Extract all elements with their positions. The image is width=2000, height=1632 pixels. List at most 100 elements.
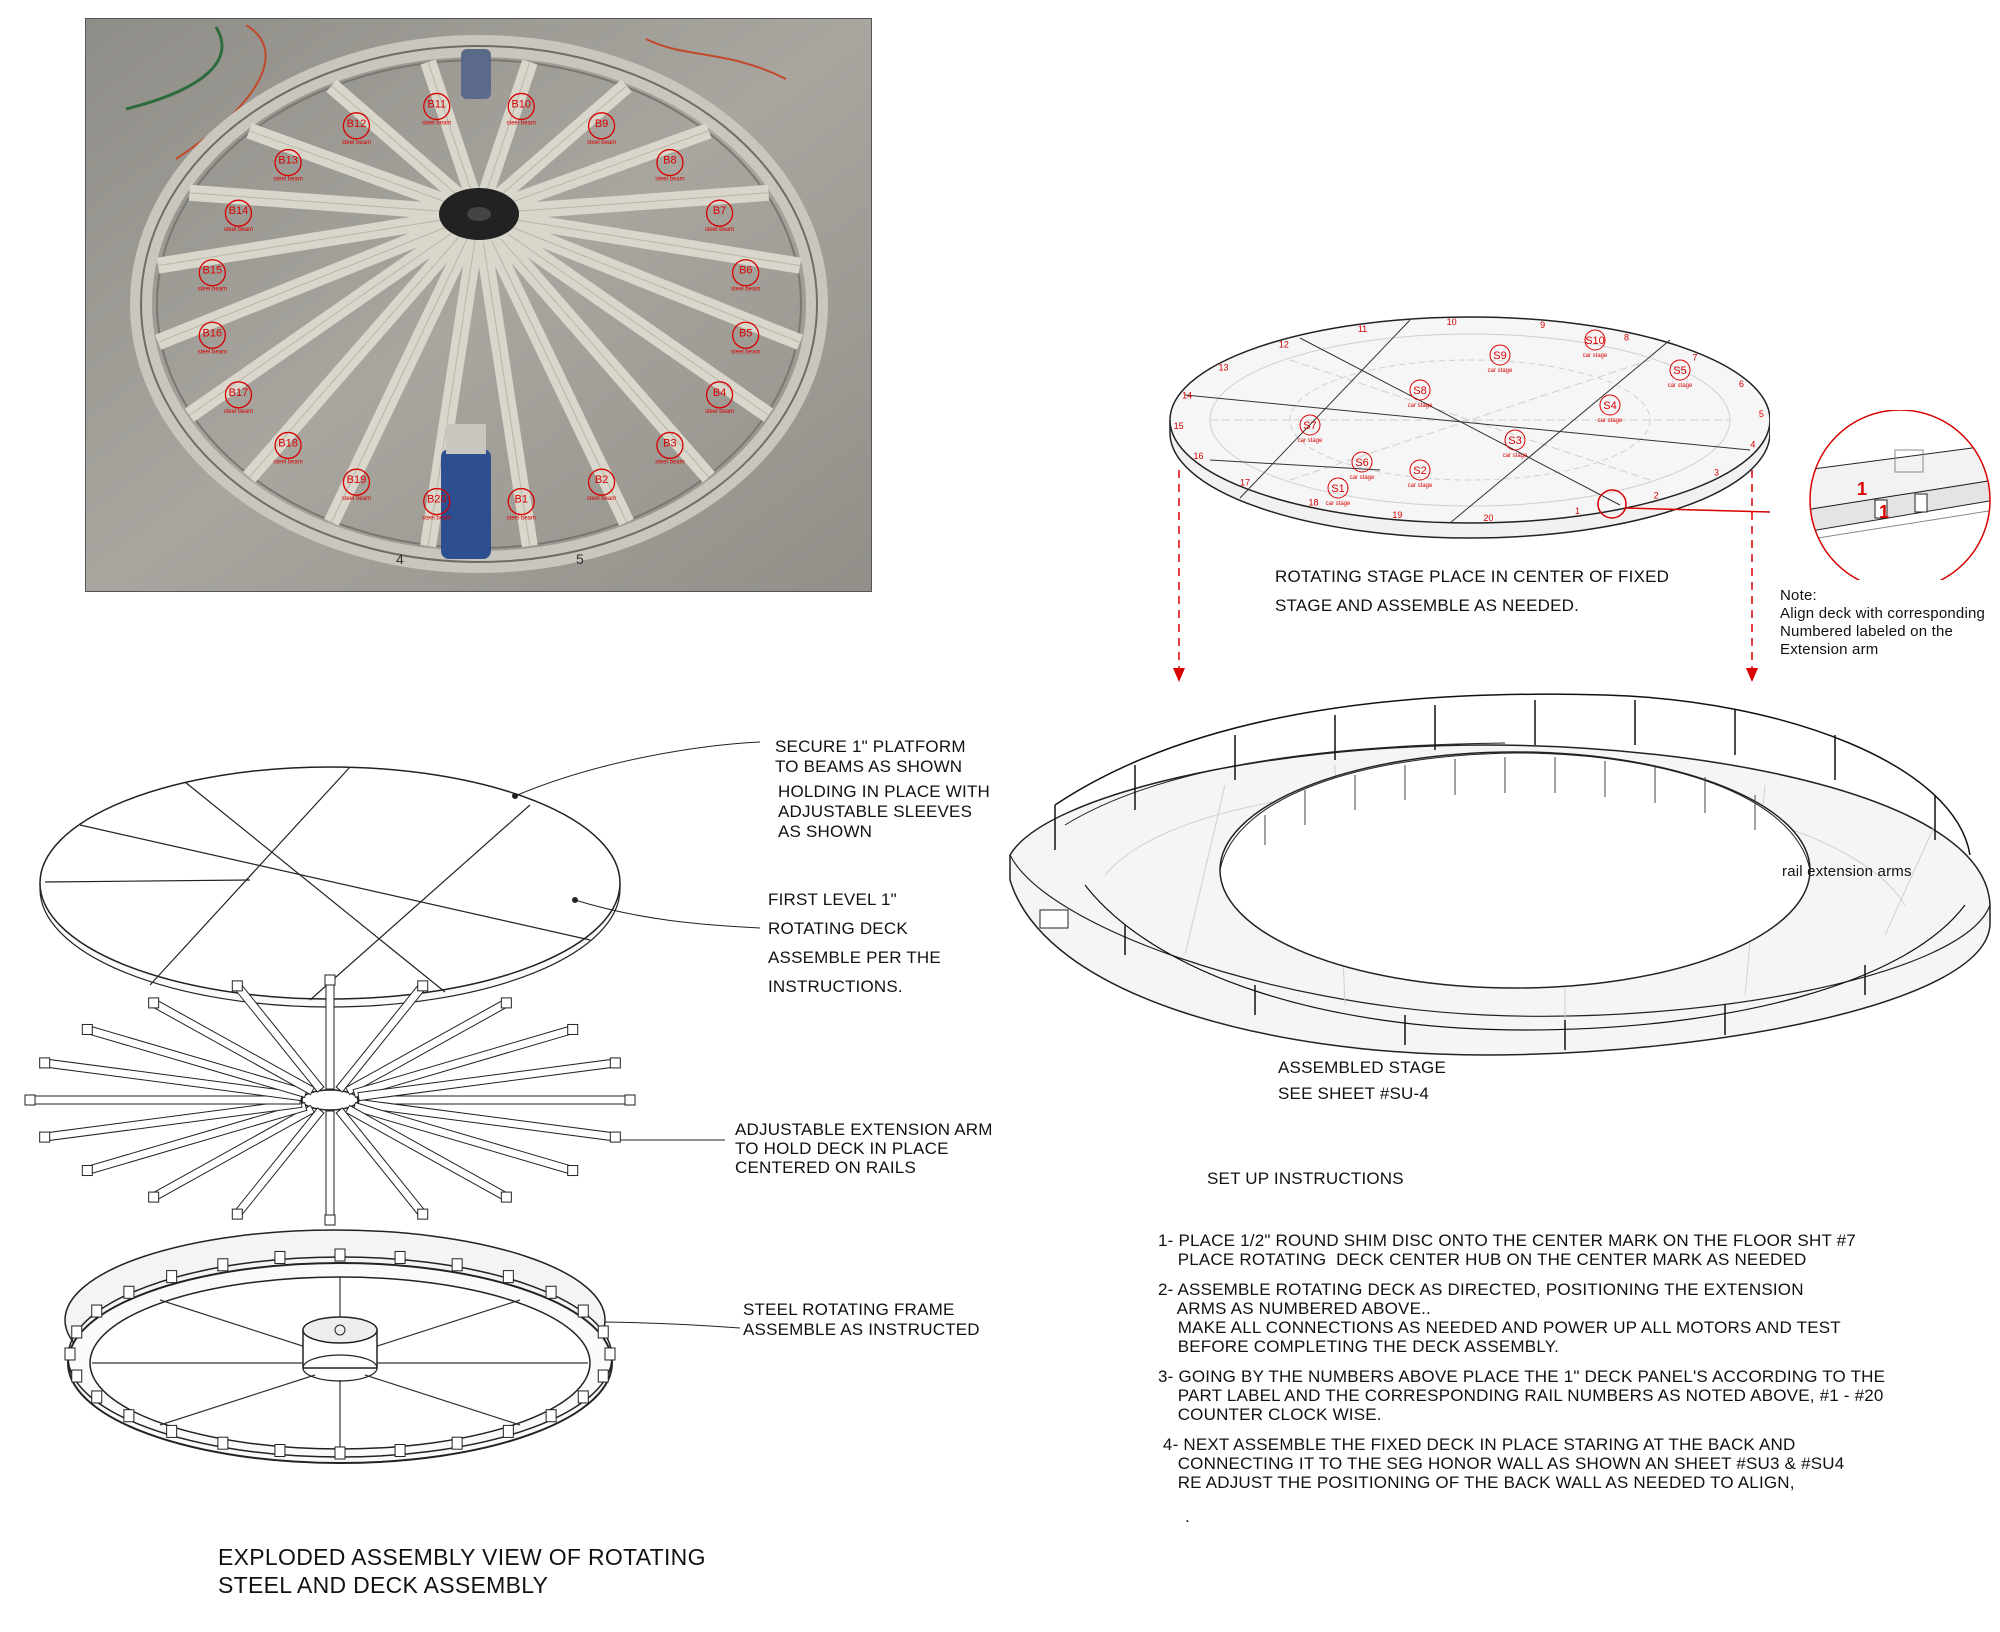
- segment-label: S3: [1508, 435, 1521, 447]
- beam-label: B1: [515, 494, 528, 506]
- beam-label: B18: [278, 437, 298, 449]
- frame-roller: [64, 1347, 76, 1361]
- rail-number: 7: [1692, 353, 1697, 363]
- segment-sub-label: car stage: [1350, 475, 1375, 481]
- frame-note-2: ASSEMBLE AS INSTRUCTED: [743, 1320, 980, 1339]
- beam-sub-label: steel beam: [731, 349, 760, 355]
- beam-sub-label: steel beam: [587, 496, 616, 502]
- frame-roller: [71, 1325, 83, 1339]
- arm-note-1: ADJUSTABLE EXTENSION ARM: [735, 1120, 993, 1139]
- note-line-2: Numbered labeled on the: [1780, 623, 1954, 640]
- segment-sub-label: car stage: [1488, 368, 1513, 374]
- frame-roller: [502, 1270, 514, 1284]
- rail-number: 6: [1739, 379, 1744, 389]
- beam-sub-label: steel beam: [342, 496, 371, 502]
- segment-label: S2: [1413, 465, 1426, 477]
- deck-note-1: FIRST LEVEL 1": [768, 890, 897, 909]
- beam-label: B19: [347, 474, 367, 486]
- segment-sub-label: car stage: [1598, 418, 1623, 424]
- rail-number: 14: [1182, 391, 1192, 401]
- assembled-caption-2: SEE SHEET #SU-4: [1278, 1084, 1430, 1103]
- frame-roller: [545, 1285, 557, 1299]
- beam-label: B16: [203, 327, 223, 339]
- segment-label: S10: [1585, 335, 1605, 347]
- instruction-line: 1- PLACE 1/2" ROUND SHIM DISC ONTO THE C…: [1158, 1231, 1856, 1250]
- frame-roller: [123, 1409, 135, 1423]
- instruction-line: CONNECTING IT TO THE SEG HONOR WALL AS S…: [1158, 1454, 1845, 1473]
- extension-arm: [29, 1095, 301, 1105]
- rail-number: 9: [1540, 320, 1545, 330]
- segment-sub-label: car stage: [1326, 501, 1351, 507]
- frame-roller: [597, 1325, 609, 1339]
- frame-center-hub: [302, 1316, 378, 1344]
- frame-roller: [91, 1390, 103, 1404]
- segment-sub-label: car stage: [1668, 383, 1693, 389]
- frame-roller: [577, 1390, 589, 1404]
- top-stage-caption-1: ROTATING STAGE PLACE IN CENTER OF FIXED: [1275, 567, 1670, 586]
- beam-label: B13: [278, 155, 298, 167]
- beam-label: B12: [347, 118, 367, 130]
- beam-label: B11: [427, 98, 446, 110]
- beam-label: B15: [203, 265, 223, 277]
- rail-number: 5: [1759, 409, 1764, 419]
- platform-note-1: SECURE 1" PLATFORM: [775, 737, 966, 756]
- segment-sub-label: car stage: [1298, 438, 1323, 444]
- beam-label: B7: [713, 205, 726, 217]
- assembled-stage-view: [1009, 693, 1991, 1056]
- beam-sub-label: steel beam: [422, 120, 451, 126]
- top-stage-caption-2: STAGE AND ASSEMBLE AS NEEDED.: [1275, 596, 1580, 615]
- arm-note-3: CENTERED ON RAILS: [735, 1158, 916, 1177]
- note-line-1: Align deck with corresponding: [1780, 605, 1986, 622]
- beam-label: B10: [511, 98, 531, 110]
- segment-label: S5: [1673, 365, 1686, 377]
- deck-disc: [39, 766, 621, 1008]
- rail-number: 11: [1358, 324, 1367, 334]
- frame-roller: [394, 1250, 406, 1264]
- deck-note-3: ASSEMBLE PER THE: [768, 948, 941, 967]
- frame-roller: [334, 1446, 346, 1460]
- frame-roller: [502, 1424, 514, 1438]
- rail-number: 12: [1279, 339, 1289, 349]
- instructions-trailing-dot: .: [1185, 1507, 1190, 1526]
- motor-bottom: [441, 424, 491, 559]
- frame-roller: [451, 1258, 463, 1272]
- rail-number: 2: [1654, 491, 1659, 501]
- frame-roller: [597, 1369, 609, 1383]
- floor-mark: 4: [396, 551, 404, 567]
- instruction-line: PART LABEL AND THE CORRESPONDING RAIL NU…: [1158, 1386, 1884, 1405]
- rail-number: 15: [1174, 421, 1184, 431]
- rail-number: 8: [1624, 332, 1629, 342]
- assembled-caption-1: ASSEMBLED STAGE: [1278, 1058, 1447, 1077]
- detail-mark-a: 1: [1857, 479, 1867, 499]
- segment-sub-label: car stage: [1583, 353, 1608, 359]
- beam-label: B5: [739, 327, 752, 339]
- note-line-3: Extension arm: [1780, 641, 1879, 658]
- beam-label: B17: [229, 387, 249, 399]
- frame-roller: [394, 1444, 406, 1458]
- beam-sub-label: steel beam: [198, 287, 227, 293]
- detail-view: 1 1: [1809, 410, 1991, 580]
- drop-arrows: [1173, 470, 1758, 682]
- platform-note-2: TO BEAMS AS SHOWN: [775, 757, 963, 776]
- frame-roller: [71, 1369, 83, 1383]
- segment-label: S4: [1603, 400, 1616, 412]
- segment-label: S7: [1303, 420, 1316, 432]
- frame-roller: [217, 1258, 229, 1272]
- beam-sub-label: steel beam: [273, 177, 302, 183]
- frame-roller: [334, 1248, 346, 1262]
- platform-note-4: ADJUSTABLE SLEEVES: [778, 802, 973, 821]
- beam-label: B4: [713, 387, 726, 399]
- frame-roller: [451, 1436, 463, 1450]
- beam-sub-label: steel beam: [507, 120, 536, 126]
- beam-sub-label: steel beam: [731, 287, 760, 293]
- instruction-line: PLACE ROTATING DECK CENTER HUB ON THE CE…: [1158, 1250, 1807, 1269]
- frame-roller: [166, 1270, 178, 1284]
- rail-number: 20: [1483, 513, 1493, 523]
- rail-number: 3: [1714, 468, 1719, 478]
- segment-sub-label: car stage: [1503, 453, 1528, 459]
- beam-label: B2: [595, 474, 608, 486]
